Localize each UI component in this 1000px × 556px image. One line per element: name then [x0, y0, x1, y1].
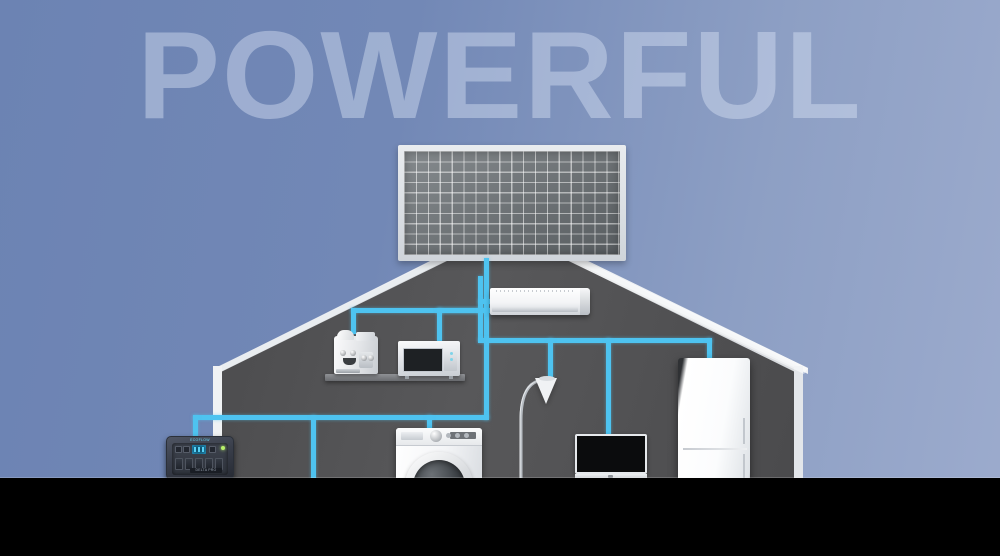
- floor-lamp-shade-top: [539, 376, 555, 381]
- air-conditioner-side-cap: [580, 288, 590, 315]
- coffee-machine-drip-tray: [336, 369, 360, 373]
- power-station-model-badge: DELTA PRO: [190, 468, 222, 473]
- solar-panel: [398, 145, 626, 261]
- cable-lamp-drop: [548, 338, 553, 378]
- microwave-door-window[interactable]: [403, 348, 443, 372]
- cable-ac-riser: [478, 276, 483, 342]
- power-station-outlet[interactable]: [175, 458, 183, 470]
- cable-pump-drop: [311, 415, 316, 481]
- power-station-outlet[interactable]: [185, 458, 193, 470]
- cable-ac-feed: [478, 299, 494, 304]
- cable-branch-shelf: [351, 308, 487, 313]
- washing-machine-program-dial[interactable]: [430, 430, 442, 442]
- page-title: POWERFUL: [137, 7, 863, 145]
- solar-panel-cells: [404, 151, 620, 255]
- washing-machine-detergent-drawer[interactable]: [401, 432, 423, 440]
- cable-microwave-drop: [437, 308, 442, 343]
- coffee-machine-knob[interactable]: [361, 355, 367, 361]
- power-station-port[interactable]: [183, 446, 190, 453]
- cable-coffee-drop: [351, 308, 356, 334]
- cable-monitor-drop: [606, 338, 611, 440]
- floor-lamp-shade: [535, 378, 557, 404]
- monitor-logo: [608, 475, 613, 478]
- air-conditioner-intake-grille: [496, 290, 576, 292]
- cable-branch-ac: [437, 308, 490, 313]
- cable-lower-bus: [193, 415, 489, 420]
- power-station-brand: ECOFLOW: [190, 437, 210, 442]
- power-station-status-led: [221, 446, 225, 450]
- coffee-machine-knob[interactable]: [340, 350, 346, 356]
- cable-station-riser: [193, 415, 198, 441]
- power-station-port[interactable]: [209, 446, 216, 453]
- wall-shelf: [325, 374, 465, 381]
- cable-main-spine: [484, 298, 489, 420]
- air-conditioner-louver: [492, 307, 578, 312]
- desktop-computer: [575, 434, 647, 486]
- monitor-screen[interactable]: [575, 434, 647, 474]
- refrigerator-door-seam: [683, 448, 747, 450]
- cable-solar-drop: [484, 258, 489, 298]
- cable-fridge-drop: [707, 338, 712, 364]
- refrigerator-handle[interactable]: [743, 454, 745, 478]
- coffee-machine: [334, 330, 378, 376]
- coffee-machine-knob[interactable]: [350, 350, 356, 356]
- power-station-front-panel: DELTA PRO: [172, 443, 228, 475]
- power-station-port[interactable]: [175, 446, 182, 453]
- coffee-machine-knob[interactable]: [368, 355, 374, 361]
- air-conditioner: [490, 288, 590, 315]
- floor-horizon-line: [0, 477, 1000, 478]
- microwave-oven: [398, 341, 460, 379]
- coffee-machine-spout: [343, 358, 356, 365]
- cable-washer-drop: [427, 415, 432, 433]
- cable-right-bus: [478, 338, 712, 343]
- coffee-machine-warming-tray: [356, 332, 375, 341]
- power-station-display: [192, 445, 206, 454]
- refrigerator-handle[interactable]: [743, 418, 745, 444]
- floor: [0, 478, 1000, 556]
- power-station-model-text: DELTA PRO: [195, 468, 217, 472]
- washing-machine-display: [450, 432, 476, 439]
- portable-power-station[interactable]: ECOFLOW DELTA PRO: [166, 436, 234, 480]
- coffee-machine-bean-hopper: [337, 330, 354, 340]
